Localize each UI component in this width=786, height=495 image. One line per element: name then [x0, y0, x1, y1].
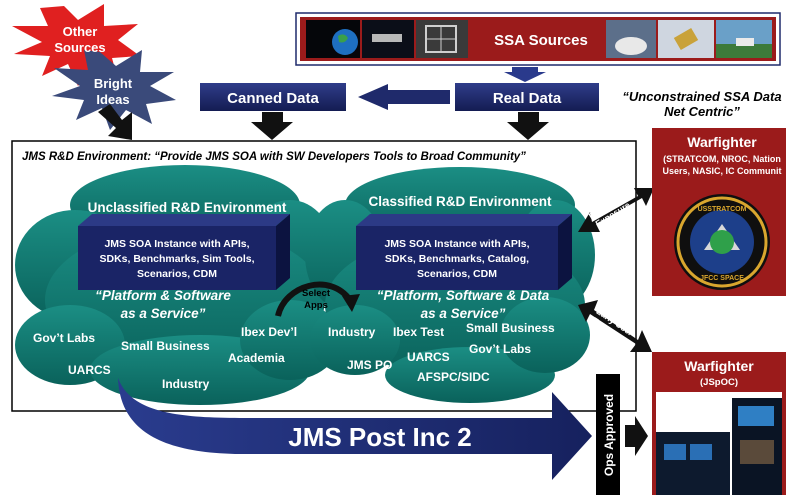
ops-approved-bar — [596, 374, 620, 495]
classified-box-line3: Scenarios, CDM — [417, 268, 497, 280]
canned-down-arrow — [251, 112, 293, 140]
classified-title: Classified R&D Environment — [368, 194, 552, 209]
ssa-sources-label: SSA Sources — [494, 32, 588, 49]
warfighter-bottom-subtitle: (JSpOC) — [700, 377, 738, 388]
select-apps-arrow — [275, 281, 360, 317]
canned-data-box — [200, 83, 346, 111]
classified-box-line1: JMS SOA Instance with APIs, — [384, 238, 529, 250]
real-data-label: Real Data — [493, 90, 562, 107]
unclass-uarcs: UARCS — [68, 363, 111, 377]
unclassified-tagline1: “Platform & Software — [95, 288, 231, 303]
bright-ideas-arrow — [98, 104, 132, 140]
real-to-canned-arrow — [358, 84, 450, 110]
real-data-box — [455, 83, 599, 111]
warfighter-top-title: Warfighter — [687, 134, 757, 150]
early-user-arrow-top — [578, 188, 654, 232]
early-user-arrow-bottom — [578, 300, 652, 352]
unclassified-box-line2: SDKs, Benchmarks, Sim Tools, — [99, 253, 254, 265]
class-industry: Industry — [328, 325, 376, 339]
class-ibex-test: Ibex Test — [393, 325, 444, 339]
ops-approved-label: Ops Approved — [602, 394, 616, 476]
real-down-arrow — [507, 112, 549, 140]
select-apps-line2: Apps — [304, 300, 328, 311]
class-afspc-sidc: AFSPC/SIDC — [417, 370, 490, 384]
unclass-govt-labs: Gov’t Labs — [33, 331, 95, 345]
bright-ideas-line1: Bright — [94, 76, 133, 91]
ops-to-warfighter-arrow — [625, 416, 648, 456]
unclassified-box-line1: JMS SOA Instance with APIs, — [104, 238, 249, 250]
unconstrained-line1: “Unconstrained SSA Data — [622, 89, 781, 104]
bright-ideas-burst — [52, 50, 176, 130]
class-uarcs: UARCS — [407, 350, 450, 364]
select-apps-line1: Select — [302, 288, 331, 299]
unclass-small-business: Small Business — [121, 339, 210, 353]
unclassified-title: Unclassified R&D Environment — [88, 200, 287, 215]
ssa-to-real-arrow — [504, 67, 546, 82]
unclass-academia: Academia — [228, 351, 285, 365]
unclassified-tagline2: as a Service” — [121, 306, 206, 321]
class-govt-labs: Gov’t Labs — [469, 342, 531, 356]
classified-soa-box — [356, 214, 572, 290]
environment-title: JMS R&D Environment: “Provide JMS SOA wi… — [22, 151, 526, 163]
classified-tagline2: as a Service” — [421, 306, 506, 321]
class-small-business: Small Business — [466, 321, 555, 335]
warfighter-bottom-title: Warfighter — [684, 358, 754, 374]
classified-box-line2: SDKs, Benchmarks, Catalog, — [385, 253, 529, 265]
ssa-sources-banner — [295, 12, 781, 66]
other-sources-line1: Other — [63, 24, 98, 39]
class-jms-po: JMS PO — [347, 358, 392, 372]
canned-data-label: Canned Data — [227, 90, 319, 107]
earth-globe-icon — [332, 29, 358, 55]
unclass-ibex-devl: Ibex Dev’l — [241, 325, 297, 339]
other-sources-line2: Sources — [54, 40, 105, 55]
warfighter-top-line2: Users, NASIC, IC Communit — [662, 166, 781, 176]
jms-post-inc2-arrow — [118, 378, 592, 480]
warfighter-top-line1: (STRATCOM, NROC, Nation — [663, 154, 781, 164]
unclassified-box-line3: Scenarios, CDM — [137, 268, 217, 280]
classified-tagline1: “Platform, Software & Data — [377, 288, 550, 303]
bright-ideas-line2: Ideas — [96, 92, 129, 107]
unconstrained-line2: Net Centric” — [664, 104, 740, 119]
seal-bottom-text: JFCC SPACE — [700, 275, 744, 282]
jspoc-photo-1 — [656, 432, 730, 495]
unclassified-soa-box — [78, 214, 290, 290]
seal-top-text: USSTRATCOM — [698, 206, 747, 213]
usstratcom-seal-icon — [674, 194, 770, 290]
unclass-industry: Industry — [162, 377, 210, 391]
jms-post-inc2-label: JMS Post Inc 2 — [288, 422, 472, 452]
